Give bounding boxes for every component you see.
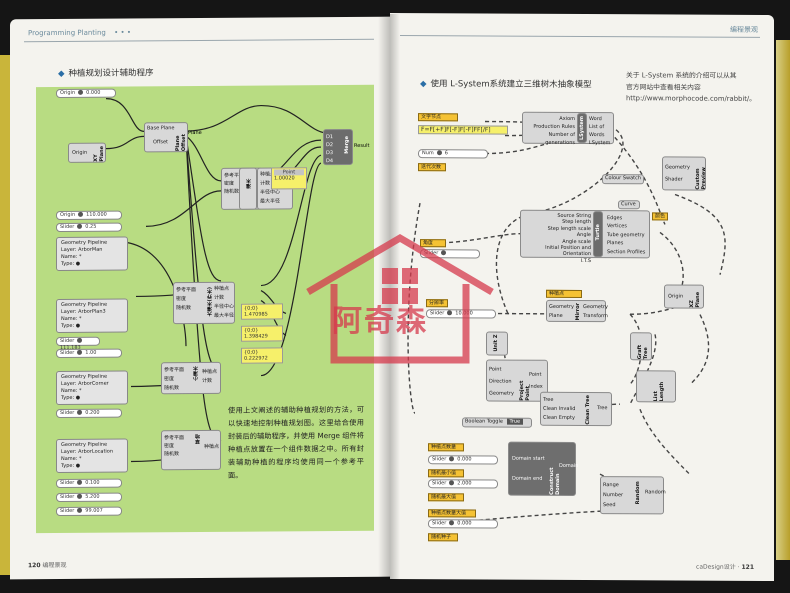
count-label: 种植点数量 (428, 443, 464, 452)
seed-label: 随机种子 (428, 533, 458, 542)
left-running-head: Programming Planting • • • (28, 28, 131, 38)
cluster-node-3[interactable]: 参考平面 密度 随机数 小灌木 种植点 计数 (161, 361, 221, 395)
random-max-label: 随机最大值 (428, 493, 464, 502)
pipeline-1[interactable]: Geometry Pipeline Layer: ArborMan Name: … (56, 236, 128, 272)
pipeline-2[interactable]: Geometry Pipeline Layer: ArborPlan3 Name… (56, 298, 128, 334)
custom-preview-node[interactable]: Geometry Shader Custom Preview (662, 156, 707, 191)
colour-swatch[interactable]: Colour Swatch (602, 174, 644, 185)
construct-domain-node[interactable]: Domain start Domain end Construct Domain… (508, 441, 578, 496)
random-min-label: 随机最小值 (428, 469, 464, 478)
input-base-plane: Base Plane (147, 125, 175, 132)
clean-tree-node[interactable]: Tree Clean Invalid Clean Empty Clean Tre… (540, 391, 612, 427)
random-node[interactable]: Range Number Seed Random Random (600, 476, 666, 515)
lsystem-node[interactable]: Axiom Production Rules Number of generat… (522, 111, 614, 146)
point-panel[interactable]: Point 1.00020 (271, 167, 307, 190)
max-count-label: 种植点数量大值 (428, 509, 476, 518)
cluster-node-4[interactable]: 参考平面 密度 随机数 草地 种植点 (161, 429, 221, 471)
generations-label: 迭代次数 (418, 163, 446, 172)
cluster-name-1: 灌木 (239, 167, 257, 210)
panel-value-3[interactable]: {0;0} 1.398429 (241, 325, 283, 342)
list-length-node[interactable]: List Length (636, 370, 676, 403)
left-section-title: ◆种植规划设计辅助程序 (58, 68, 154, 79)
bullet-icon: ◆ (58, 68, 65, 79)
left-body-text: 使用上文阐述的辅助种植规划的方法，可以快速地控制种植规划图。这里给合使用封装后的… (228, 404, 364, 480)
input-origin: Origin (72, 149, 88, 156)
right-folio: caDesign设计 · 121 (696, 563, 754, 571)
rules-panel[interactable]: F=F[+F]F[-F]F[-F]FF[/F] (418, 125, 508, 135)
watermark-house-icon (306, 233, 494, 364)
slider-label: Origin (60, 89, 76, 96)
plane-offset-node[interactable]: Base Plane Offset Plane Offset (144, 122, 188, 153)
color-label: 颜色 (652, 212, 668, 221)
turtle-node[interactable]: Source String Step length Step length sc… (520, 209, 650, 264)
pipeline-3[interactable]: Geometry Pipeline Layer: ArborCorner Nam… (56, 370, 128, 406)
xy-plane-node[interactable]: Origin XY Plane (68, 142, 106, 163)
plant-point-label: 种植点 (546, 289, 582, 298)
output-plane: Plane (188, 129, 202, 137)
mirror-node[interactable]: Geometry Plane Mirror Geometry Transform (546, 299, 608, 323)
left-header-rule (24, 38, 374, 43)
xz-plane-node[interactable]: Origin XZ Plane (664, 284, 704, 309)
left-folio: 120 编程景观 (28, 561, 67, 570)
pipeline-4[interactable]: Geometry Pipeline Layer: ArborLocation N… (56, 438, 128, 474)
panel-value-4[interactable]: {0;0} 0.222972 (241, 347, 283, 364)
right-page: 编程景观 ◆使用 L-System系统建立三维树木抽象模型 关于 L-Syste… (390, 12, 774, 582)
book-edge-right (776, 40, 790, 560)
boolean-toggle[interactable]: Boolean Toggle True (462, 417, 532, 428)
merge-node[interactable]: D1 D2 D3 D4 Merge (323, 128, 353, 166)
slider-3[interactable]: Slider111.183 (56, 336, 100, 351)
panel-value-2[interactable]: {0;0} 1.470985 (241, 303, 283, 320)
xy-plane-label: XY Plane (93, 145, 105, 162)
left-page: Programming Planting • • • ◆种植规划设计辅助程序 (10, 16, 390, 580)
book-edge-left (0, 55, 10, 575)
axiom-panel[interactable]: 文字节点 (418, 113, 458, 122)
cluster-node-2[interactable]: 参考平面 密度 随机数 大灌木(乔木) 种植点 计数 半径中心 最大半径 (173, 281, 235, 325)
curve-param[interactable]: Curve (618, 200, 640, 210)
input-offset: Offset (153, 139, 169, 146)
graft-tree-node[interactable]: Graft Tree (630, 332, 652, 361)
slider-knob-icon[interactable] (78, 89, 84, 95)
merge-output: Result (354, 142, 370, 149)
watermark-text: 阿奇森 (332, 304, 428, 339)
plane-offset-label: Plane Offset (175, 134, 187, 152)
